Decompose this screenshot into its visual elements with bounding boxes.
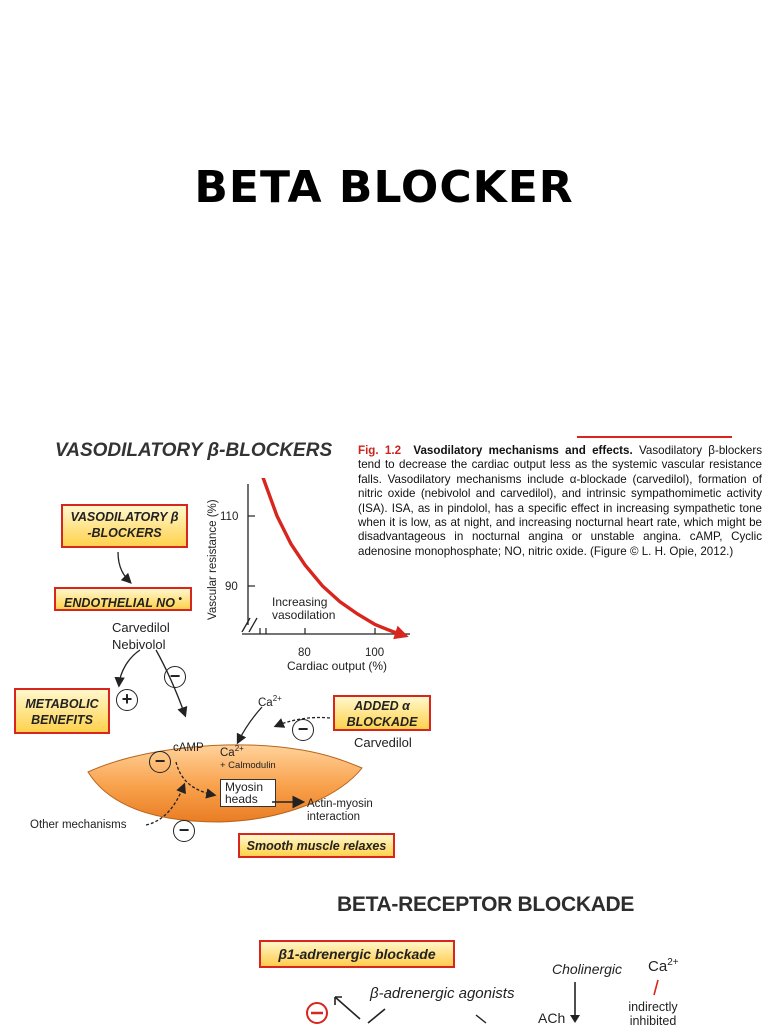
calcium-text: Ca (258, 696, 273, 709)
calcium-label-top: Ca2+ (258, 694, 282, 709)
caption-fig-number: Fig. 1.2 (358, 444, 402, 457)
vascular-resistance-plot: 110 90 80 100 Cardiac output (%) Vascula… (207, 478, 410, 673)
x-tick-100: 100 (365, 647, 384, 659)
camp-label: cAMP (173, 742, 204, 754)
calcium-label-cell: Ca2+ (220, 744, 244, 759)
figure1-arrows (114, 551, 331, 826)
cholinergic-label: Cholinergic (552, 961, 623, 977)
no-radical-dot: • (178, 594, 182, 605)
box-smooth-muscle-relaxes: Smooth muscle relaxes (238, 833, 395, 858)
actin-myosin-label: Actin-myosin interaction (307, 798, 373, 823)
caption-rule (577, 436, 732, 438)
myosin-heads-box: Myosin heads (220, 779, 276, 807)
minus-sign-nebivolol: − (164, 666, 186, 688)
ach-label: ACh (538, 1010, 566, 1026)
slide-title: BETA BLOCKER (194, 162, 574, 213)
annotation-line-2: vasodilation (272, 608, 335, 622)
beta-agonists-label: β-adrenergic agonists (370, 985, 515, 1002)
box-added-alpha-blockade: ADDED α BLOCKADE (333, 695, 431, 731)
carvedilol-label-alpha: Carvedilol (354, 735, 412, 750)
resistance-curve (261, 478, 405, 637)
calmodulin-label: + Calmodulin (220, 760, 276, 771)
curve-arrowhead (393, 625, 409, 640)
box-endothelial-no: ENDOTHELIAL NO • (54, 587, 192, 611)
annotation-line-1: Increasing (272, 595, 327, 609)
calcium-cell-text: Ca (220, 746, 235, 759)
y-tick-110: 110 (220, 511, 238, 523)
box-metabolic-benefits: METABOLIC BENEFITS (14, 688, 110, 734)
plot-axes (241, 484, 410, 635)
box-vasodilatory-blockers: VASODILATORY β -BLOCKERS (61, 504, 188, 548)
x-axis-label: Cardiac output (%) (287, 659, 387, 673)
figure-heading: VASODILATORY β-BLOCKERS (55, 440, 333, 461)
carvedilol-label-top: Carvedilol (112, 620, 170, 635)
minus-sign-other: − (173, 820, 195, 842)
caption-text: Vasodilatory β-blockers tend to decrease… (358, 444, 762, 558)
y-axis-label: Vascular resistance (%) (207, 499, 219, 620)
caption-title: Vasodilatory mechanisms and effects. (413, 444, 633, 457)
calcium-fig2-charge: 2+ (667, 957, 679, 968)
minus-sign-camp: − (149, 751, 171, 773)
calcium-fig2-text: Ca (648, 958, 668, 975)
figure2-arrows (306, 979, 659, 1024)
calcium-label-fig2: Ca2+ (648, 957, 679, 975)
box-beta1-blockade: β1-adrenergic blockade (259, 940, 455, 968)
calcium-charge: 2+ (272, 694, 282, 703)
x-tick-80: 80 (298, 647, 311, 659)
minus-sign-alpha: − (292, 719, 314, 741)
figure2-heading: BETA-RECEPTOR BLOCKADE (337, 893, 635, 916)
figure-caption: Fig. 1.2 Vasodilatory mechanisms and eff… (358, 444, 762, 559)
y-tick-90: 90 (225, 581, 238, 593)
plus-sign-metabolic: + (116, 689, 138, 711)
endothelial-no-label: ENDOTHELIAL NO (64, 596, 175, 611)
calcium-cell-charge: 2+ (234, 744, 244, 753)
other-mechanisms-label: Other mechanisms (30, 819, 127, 831)
nebivolol-label: Nebivolol (112, 637, 166, 652)
